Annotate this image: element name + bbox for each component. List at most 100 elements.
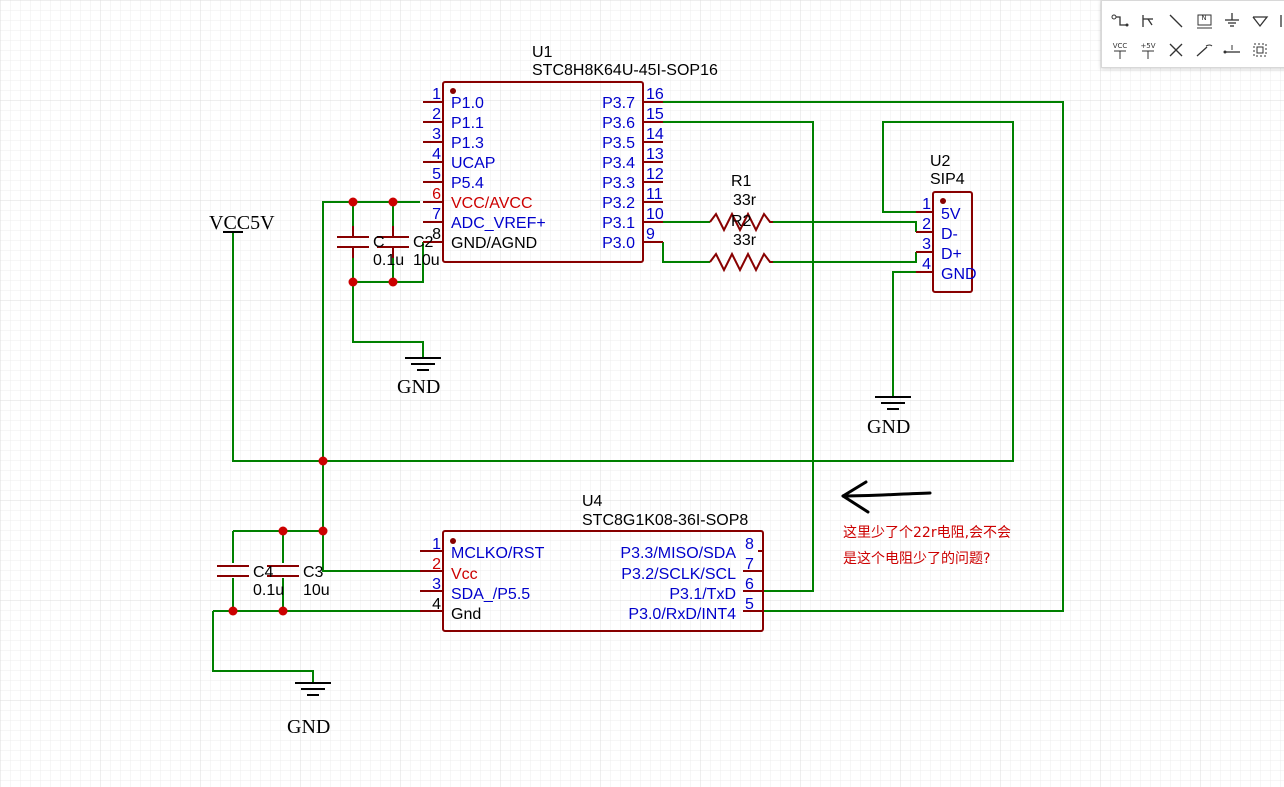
u4-pin-num: 8 [745,536,754,553]
bus-entry-tool-button[interactable] [1136,9,1160,33]
u2-symbol[interactable]: U2 SIP4 1 2 3 4 5V D- D+ GND [916,153,977,293]
r2-symbol[interactable]: R2 33r [709,213,773,273]
u1-pin-name: P3.2 [602,195,635,212]
pin-tool-button[interactable] [1220,38,1244,62]
u1-pin-num: 7 [432,206,441,223]
ground-tool-button[interactable] [1220,9,1244,33]
u1-pin-name: P1.0 [451,95,484,112]
u1-pin-num: 8 [432,226,441,243]
cap-c2-designator: C2 [413,234,434,251]
plus5v-icon: +5V [1140,42,1156,50]
port-icon [1280,15,1282,27]
u1-pin-name: P3.0 [602,235,635,252]
u1-pin-num: 10 [646,206,664,223]
u1-pin-name: UCAP [451,155,495,172]
u4-pin-num: 4 [432,596,441,613]
u1-pin-name: P3.4 [602,155,635,172]
net-label-tool-button[interactable]: N [1192,9,1216,33]
u1-pin-name: P5.4 [451,175,484,192]
cap-c-symbol[interactable] [337,226,369,258]
plus5v-tool-button[interactable]: +5V [1136,38,1160,62]
u1-body [442,81,644,263]
no-connect-icon [1169,43,1183,57]
u4-symbol[interactable]: U4 STC8G1K08-36I-SOP8 1 2 3 4 MCLKO/RST … [420,493,764,632]
u4-pin-num: 2 [432,556,441,573]
u2-pin-num: 1 [922,196,931,213]
cap-c2-value: 10u [413,252,440,269]
cap-c2-symbol[interactable] [377,226,409,258]
u1-pin-num: 6 [432,186,441,203]
u4-part: STC8G1K08-36I-SOP8 [582,512,748,529]
u1-pin1-dot [450,88,456,94]
gnd-label: GND [397,376,440,398]
u1-pin-num: 1 [432,86,441,103]
cap-c3-symbol[interactable] [267,565,299,577]
u4-pin-name: P3.3/MISO/SDA [620,545,736,562]
u4-pin-name: P3.2/SCLK/SCL [621,566,736,583]
u1-pin-name: P1.1 [451,115,484,132]
plus5v-icon-stem [1142,50,1154,59]
u1-pin-num: 15 [646,106,664,123]
u4-pin-name: P3.0/RxD/INT4 [628,606,736,623]
gnd-label: GND [867,416,910,438]
more-tool-button[interactable] [1276,9,1284,33]
gnd-symbol-u1[interactable] [405,357,441,371]
annotation-line-1: 这里少了个22r电阻,会不会 [843,524,1011,541]
wire-tool-button[interactable] [1108,9,1132,33]
u1-pin-name: ADC_VREF+ [451,215,546,232]
u1-pin-name: P3.6 [602,115,635,132]
port-icon [1252,16,1269,28]
annotation-arrow [841,480,932,514]
vcc-tool-button[interactable]: VCC [1108,38,1132,62]
select-icon [1253,43,1267,57]
u1-symbol[interactable]: U1 STC8H8K64U-45I-SOP16 1 2 3 4 5 6 7 8 … [423,44,718,263]
u1-pin-num: 16 [646,86,664,103]
cap-c4-value: 0.1u [253,582,284,599]
probe-icon [1196,44,1213,57]
u1-pin-name: P3.1 [602,215,635,232]
u2-pin1-dot [940,198,946,204]
cap-c4-symbol[interactable] [217,565,249,577]
u1-pin-num: 14 [646,126,664,143]
u2-part: SIP4 [930,171,965,188]
wire-icon [1111,14,1129,27]
select-tool-button[interactable] [1248,38,1272,62]
u2-designator: U2 [930,153,951,170]
u1-pin-name: P1.3 [451,135,484,152]
vcc5v-symbol[interactable]: VCC5V [209,212,275,234]
u2-pin-num: 3 [922,236,931,253]
ground-icon [1225,13,1239,27]
u4-pin-name: P3.1/TxD [669,586,736,603]
u2-body [932,191,973,293]
u4-pin1-dot [450,538,456,544]
r1-symbol[interactable]: R1 33r [709,173,773,233]
u1-designator: U1 [532,44,553,61]
line-tool-button[interactable] [1164,9,1188,33]
no-connect-tool-button[interactable] [1164,38,1188,62]
probe-tool-button[interactable] [1192,38,1216,62]
vcc-icon: VCC [1112,42,1128,50]
u4-pin-num: 3 [432,576,441,593]
vcc-icon-stem [1114,50,1126,59]
u2-pin-lines [916,211,933,273]
u1-pin-num: 9 [646,226,655,243]
u2-pin-name: D+ [941,246,962,263]
cap-c-designator: C [373,234,385,251]
bus-entry-icon [1142,15,1153,27]
u4-pin-num: 5 [745,596,754,613]
port-tool-button[interactable] [1248,9,1272,33]
u1-pin-num: 5 [432,166,441,183]
r1-designator: R1 [731,173,752,190]
u4-pin-num: 6 [745,576,754,593]
u1-pin-num: 2 [432,106,441,123]
gnd-symbol-u4[interactable] [295,682,331,696]
r1-zigzag [709,211,773,233]
r2-value: 33r [733,232,757,249]
wiring-toolbar: N VCC +5V [1101,0,1284,68]
gnd-symbol-u2[interactable] [875,396,911,410]
u1-pin-num: 12 [646,166,664,183]
r1-value: 33r [733,192,757,209]
u1-pin-name: P3.3 [602,175,635,192]
u1-part: STC8H8K64U-45I-SOP16 [532,62,718,79]
